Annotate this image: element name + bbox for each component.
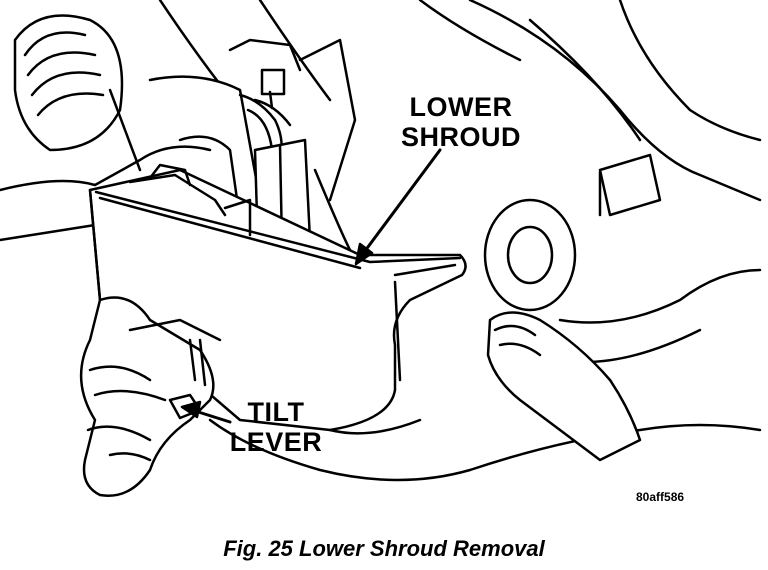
leader-arrows <box>180 148 442 424</box>
steering-column-wiring <box>108 38 357 252</box>
figure-caption: Fig. 25 Lower Shroud Removal <box>223 536 545 561</box>
lower-shroud-arrowhead <box>354 242 374 266</box>
tilt-lever-label: TILT LEVER <box>226 397 326 457</box>
lower-shroud-leader <box>360 148 442 257</box>
tilt-lever-arrowhead <box>180 400 202 419</box>
dashboard-background <box>0 0 762 472</box>
lower-shroud-label-line2: SHROUD <box>400 122 521 152</box>
lower-shroud-label: LOWER SHROUD <box>396 92 526 152</box>
left-hand <box>79 296 472 497</box>
reference-code: 80aff586 <box>636 490 685 504</box>
tilt-lever-label-line2: LEVER <box>229 427 323 457</box>
tilt-lever-label-line1: TILT <box>247 397 305 427</box>
right-hand <box>486 311 642 462</box>
lower-shroud-label-line1: LOWER <box>409 92 513 122</box>
line-illustration <box>0 0 762 497</box>
